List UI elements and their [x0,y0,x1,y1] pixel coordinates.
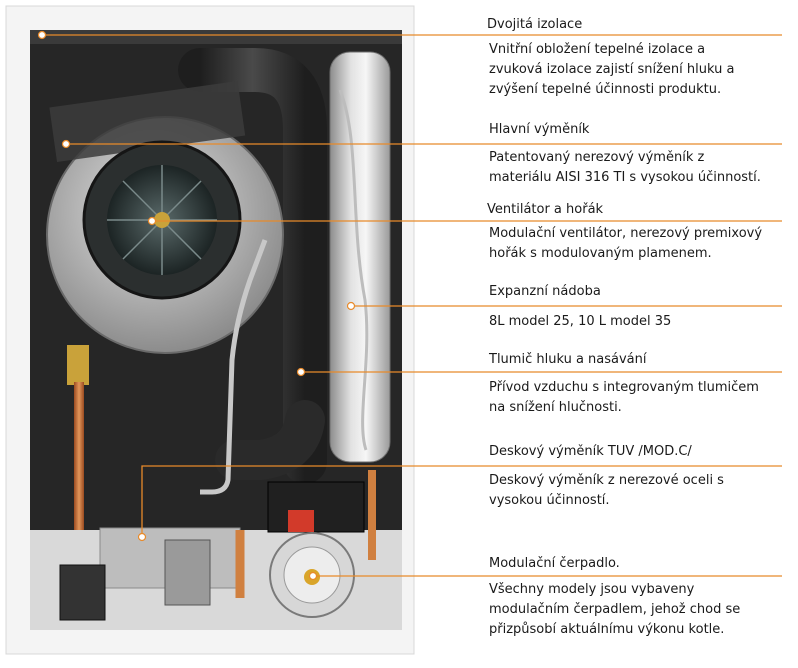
callout-desc-expanzni-nadoba: 8L model 25, 10 L model 35 [489,314,672,329]
callout-title-tlumic-hluku: Tlumič hluku a nasávání [489,352,647,367]
intake-pipe [178,48,327,484]
leader-expanzni-nadoba-dot [346,301,356,311]
callout-title-hlavni-vymenik: Hlavní výměník [489,122,590,137]
leader-deskovy-vymenik-dot [137,532,147,542]
callout-desc-deskovy-vymenik: Deskový výměník z nerezové oceli s vysok… [489,473,724,508]
callout-desc-tlumic-hluku: Přívod vzduchu s integrovaným tlumičem n… [489,380,759,415]
callout-title-modulacni-cerpadlo: Modulační čerpadlo. [489,556,620,571]
callout-title-ventilator-a-horak: Ventilátor a hořák [487,202,604,217]
callout-title-deskovy-vymenik: Deskový výměník TUV /MOD.C/ [489,444,692,459]
leader-modulacni-cerpadlo-dot [308,571,318,581]
callout-desc-modulacni-cerpadlo: Všechny modely jsou vybaveny modulačním … [489,582,741,637]
callout-desc-hlavni-vymenik: Patentovaný nerezový výměník z materiálu… [489,150,761,185]
leader-ventilator-a-horak-dot [147,216,157,226]
leader-tlumic-hluku-dot [296,367,306,377]
leader-hlavni-vymenik-dot [61,139,71,149]
callout-desc-ventilator-a-horak: Modulační ventilátor, nerezový premixový… [489,226,763,261]
leader-deskovy-vymenik [141,465,782,537]
callout-title-expanzni-nadoba: Expanzní nádoba [489,284,601,299]
callout-desc-dvojita-izolace: Vnitřní obložení tepelné izolace a zvuko… [489,42,735,97]
callout-title-dvojita-izolace: Dvojitá izolace [487,17,583,32]
brass-fitting [67,345,89,385]
leader-dvojita-izolace-dot [37,30,47,40]
